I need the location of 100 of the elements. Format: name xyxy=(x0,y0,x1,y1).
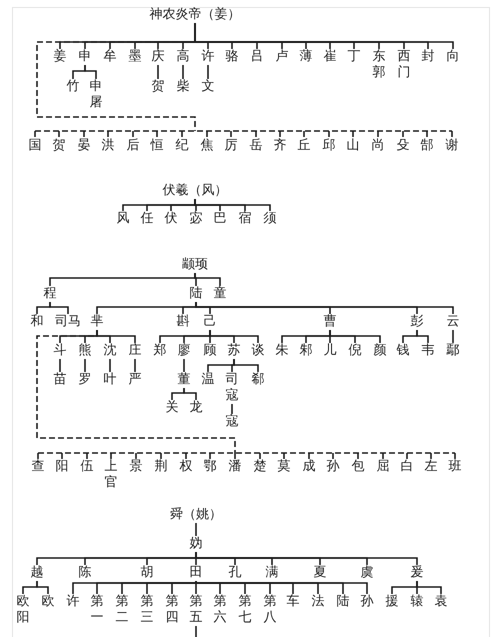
connector-line xyxy=(352,131,354,138)
surname-label: 第五 xyxy=(190,594,202,626)
surname-label: 国 xyxy=(28,138,42,154)
surname-label: 封 xyxy=(422,49,434,65)
surname-label: 辕 xyxy=(410,594,424,610)
surname-label: 贺 xyxy=(152,79,164,95)
connector-line xyxy=(308,453,310,459)
connector-line xyxy=(183,359,185,372)
surname-label: 卢 xyxy=(276,49,288,65)
surname-label: 司马 xyxy=(55,314,81,330)
surname-label: 伍 xyxy=(80,459,94,475)
surname-label: 陆 xyxy=(190,286,202,302)
connector-line xyxy=(454,453,456,459)
connector-line xyxy=(181,131,183,138)
connector-line xyxy=(134,359,136,372)
surname-label: 第二 xyxy=(116,594,128,626)
connector-line xyxy=(426,131,428,138)
surname-label: 第六 xyxy=(214,594,226,626)
surname-label: 援 xyxy=(386,594,398,610)
connector-line xyxy=(194,199,271,211)
connector-line xyxy=(332,453,334,459)
connector-line xyxy=(59,359,61,372)
surname-label: 虞 xyxy=(360,565,374,581)
connector-line xyxy=(195,626,197,637)
surname-label: 越 xyxy=(30,565,44,581)
surname-label: 温 xyxy=(202,372,214,388)
connector-line xyxy=(109,359,111,372)
surname-label: 申屠 xyxy=(90,79,102,111)
surname-label: 申 xyxy=(78,49,92,65)
surname-label: 车 xyxy=(286,594,300,610)
surname-label: 谢 xyxy=(446,138,458,154)
surname-label: 丘 xyxy=(298,138,310,154)
connector-line xyxy=(34,131,36,138)
connector-line xyxy=(328,131,330,138)
surname-label: 第八 xyxy=(264,594,276,626)
surname-label: 和 xyxy=(30,314,44,330)
surname-label: 孙 xyxy=(326,459,340,475)
connector-line xyxy=(195,523,197,536)
surname-label: 向 xyxy=(446,49,460,65)
surname-label: 关 xyxy=(166,400,178,416)
surname-label: 风 xyxy=(116,211,130,227)
surname-label: 谈 xyxy=(252,343,264,359)
connector-line xyxy=(49,302,69,314)
surname-label: 满 xyxy=(266,565,278,581)
connector-line xyxy=(207,65,209,79)
surname-label: 竹 xyxy=(66,79,80,95)
ancestor-name: 神农炎帝（姜） xyxy=(150,7,240,23)
surname-label: 阳 xyxy=(56,459,68,475)
surname-label: 庄 xyxy=(128,343,142,359)
connector-line xyxy=(86,453,88,459)
surname-label: 高 xyxy=(176,49,190,65)
connector-line xyxy=(303,131,305,138)
connector-line xyxy=(209,330,259,343)
surname-label: 鄢 xyxy=(446,343,460,359)
surname-label: 岳 xyxy=(250,138,262,154)
ancestor-name: 颛顼 xyxy=(182,257,208,273)
surname-label: 欧阳 xyxy=(16,594,30,626)
connector-line xyxy=(452,330,454,343)
surname-label: 洪 xyxy=(102,138,114,154)
surname-label: 牟 xyxy=(104,49,116,65)
surname-label: 许 xyxy=(202,49,214,65)
surname-label: 廖 xyxy=(178,343,190,359)
surname-label: 胡 xyxy=(140,565,154,581)
surname-label: 颜 xyxy=(374,343,386,359)
surname-label: 朱 xyxy=(276,343,288,359)
surname-label: 庆 xyxy=(152,49,164,65)
surname-label: 吕 xyxy=(250,49,264,65)
surname-label: 司寇 xyxy=(226,372,238,404)
connector-line xyxy=(171,581,197,594)
surname-label: 左 xyxy=(424,459,438,475)
connector-line xyxy=(329,330,381,343)
surname-label: 东郭 xyxy=(372,49,386,81)
surname-label: 姜 xyxy=(54,49,66,65)
connector-line xyxy=(84,359,86,372)
surname-label: 苗 xyxy=(54,372,66,388)
surname-label: 第四 xyxy=(166,594,178,626)
connector-line xyxy=(230,131,232,138)
surname-label: 权 xyxy=(180,459,192,475)
surname-label: 邱 xyxy=(322,138,336,154)
surname-label: 孔 xyxy=(228,565,242,581)
connector-line xyxy=(185,453,187,459)
surname-label: 叶 xyxy=(104,372,116,388)
surname-label: 白 xyxy=(400,459,414,475)
surname-label: 田 xyxy=(190,565,202,581)
surname-label: 钱 xyxy=(396,343,410,359)
connector-line xyxy=(194,273,221,286)
surname-label: 贺 xyxy=(52,138,66,154)
connector-line xyxy=(37,453,39,459)
connector-line xyxy=(451,131,453,138)
surname-label: 陈 xyxy=(78,565,92,581)
surname-label: 苏 xyxy=(228,343,240,359)
surname-label: 顾 xyxy=(204,343,216,359)
surname-label: 斟 xyxy=(176,314,190,330)
surname-label: 斗 xyxy=(54,343,66,359)
surname-label: 韦 xyxy=(422,343,434,359)
surname-label: 童 xyxy=(214,286,226,302)
connector-line xyxy=(416,330,429,343)
connector-line xyxy=(110,453,112,459)
surname-label: 恒 xyxy=(150,138,164,154)
surname-label: 晏 xyxy=(78,138,90,154)
